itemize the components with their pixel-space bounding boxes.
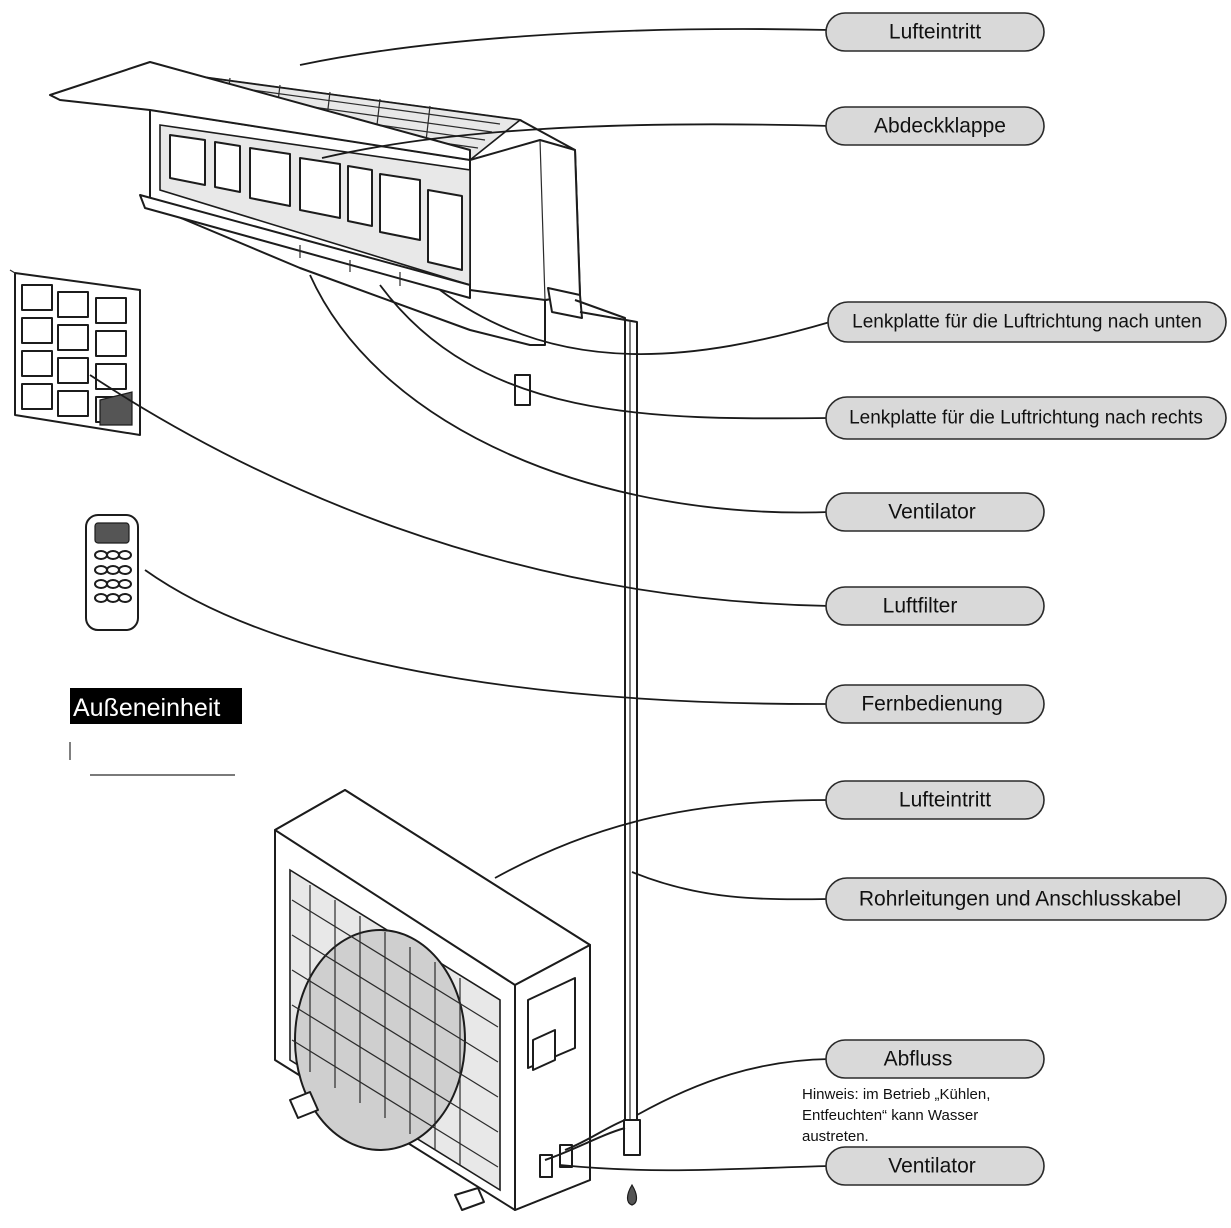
section-heading-text: Außeneinheit: [73, 694, 220, 722]
label-ventilator-outdoor: Ventilator: [825, 1146, 1045, 1186]
label-fernbedienung: Fernbedienung: [825, 684, 1045, 724]
label-ventilator-outdoor-text: Ventilator: [888, 1155, 976, 1178]
leader-lines: [89, 28, 831, 1172]
label-abdeckklappe-text: Abdeckklappe: [874, 115, 1006, 138]
leader-fernbedienung: [144, 569, 831, 705]
label-abfluss: Abfluss: [825, 1039, 1045, 1079]
label-lenkplatte-rechts: Lenkplatte für die Luftrichtung nach rec…: [825, 396, 1227, 440]
note-line-3: austreten.: [802, 1128, 869, 1145]
outdoor-grille-bars: [291, 885, 499, 1168]
label-luftfilter: Luftfilter: [825, 586, 1045, 626]
section-heading-outdoor: Außeneinheit: [69, 688, 242, 776]
label-ventilator-indoor: Ventilator: [825, 492, 1045, 532]
label-rohrleitungen-text: Rohrleitungen und Anschlusskabel: [859, 888, 1181, 911]
leader-luftfilter: [89, 374, 831, 607]
leader-lufteintritt-top: [299, 28, 831, 66]
leader-ventilator-outdoor: [559, 1164, 831, 1172]
air-filter-illustration: [9, 269, 141, 436]
indoor-filter-panels: [169, 134, 463, 271]
label-lufteintritt-top: Lufteintritt: [825, 12, 1045, 52]
label-ventilator-indoor-text: Ventilator: [888, 501, 976, 524]
label-lufteintritt-outdoor-text: Lufteintritt: [899, 789, 991, 812]
leader-abdeckklappe: [321, 123, 831, 159]
label-lufteintritt-outdoor: Lufteintritt: [825, 780, 1045, 820]
leader-rohrleitungen: [631, 871, 831, 901]
outdoor-unit: [274, 789, 626, 1211]
louver-down-shape: [139, 194, 471, 299]
indoor-unit: [49, 61, 583, 406]
label-lenkplatte-unten: Lenkplatte für die Luftrichtung nach unt…: [827, 301, 1227, 343]
label-lenkplatte-rechts-text: Lenkplatte für die Luftrichtung nach rec…: [849, 408, 1203, 429]
label-fernbedienung-text: Fernbedienung: [861, 693, 1002, 716]
outdoor-fan-circle: [294, 929, 466, 1151]
label-abfluss-text: Abfluss: [884, 1048, 953, 1071]
label-luftfilter-text: Luftfilter: [883, 595, 958, 618]
remote-control-illustration: [85, 514, 139, 631]
section-heading-bg: [70, 688, 242, 724]
label-lufteintritt-top-text: Lufteintritt: [889, 21, 981, 44]
leader-ventilator-indoor: [309, 274, 831, 514]
leader-lenkplatte-rechts: [379, 284, 831, 420]
note-line-1: Hinweis: im Betrieb „Kühlen,: [802, 1086, 990, 1103]
label-lenkplatte-unten-text: Lenkplatte für die Luftrichtung nach unt…: [852, 312, 1202, 333]
label-rohrleitungen: Rohrleitungen und Anschlusskabel: [825, 877, 1227, 921]
leader-lenkplatte-unten: [439, 289, 831, 356]
label-abdeckklappe: Abdeckklappe: [825, 106, 1045, 146]
note-line-2: Entfeuchten“ kann Wasser: [802, 1107, 978, 1124]
drain-note: Hinweis: im Betrieb „Kühlen, Entfeuchten…: [802, 1086, 990, 1145]
leader-lufteintritt-outdoor: [494, 799, 831, 879]
leader-abfluss: [636, 1058, 831, 1116]
connecting-pipe: [574, 299, 641, 1206]
